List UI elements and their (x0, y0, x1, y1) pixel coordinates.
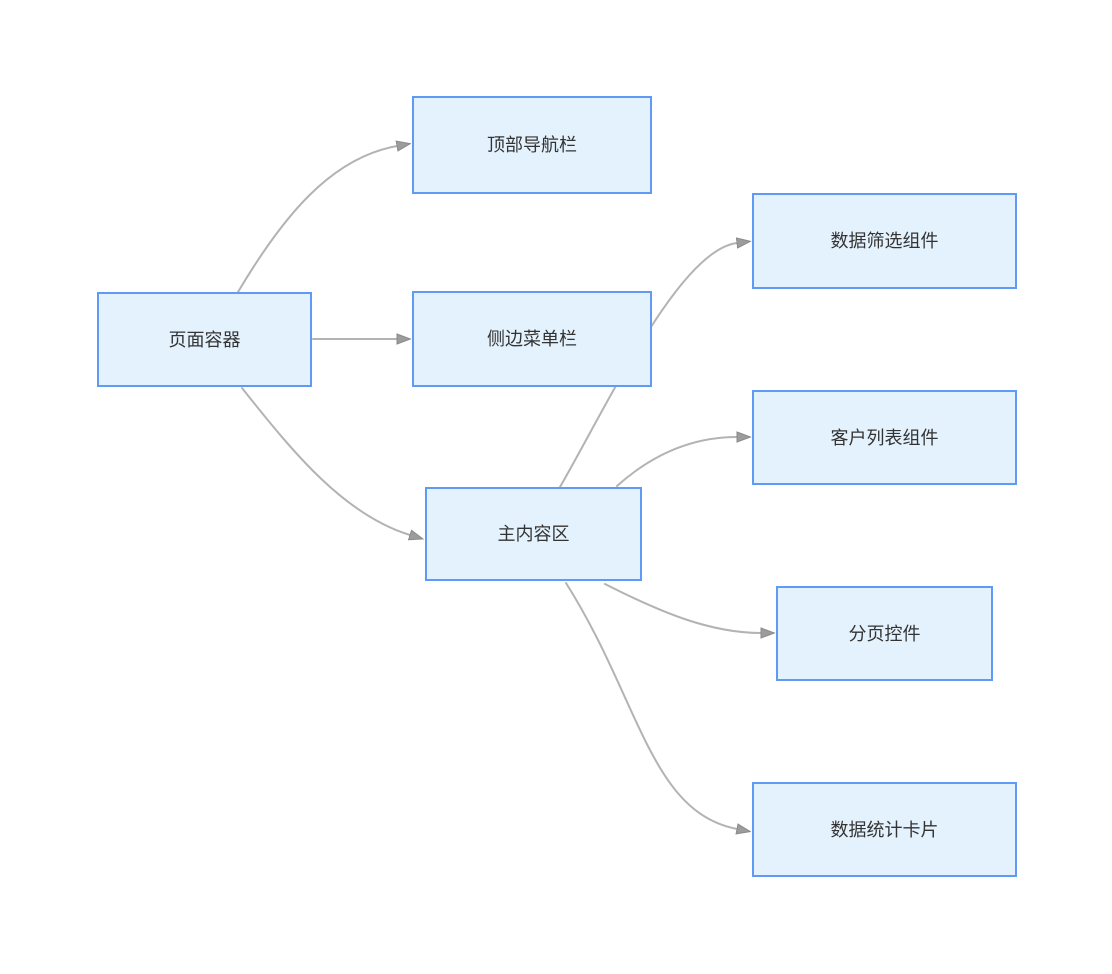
node-label: 客户列表组件 (830, 427, 939, 448)
node-label: 页面容器 (168, 329, 241, 350)
node-top-navbar[interactable]: 顶部导航栏 (412, 96, 652, 194)
edge-main-content-to-pagination (604, 583, 761, 633)
node-stats-card[interactable]: 数据统计卡片 (752, 782, 1017, 877)
edge-main-content-to-customer-list (616, 437, 737, 487)
node-label: 顶部导航栏 (487, 135, 577, 155)
node-label: 数据统计卡片 (830, 819, 939, 840)
edge-page-container-to-top-navbar (237, 146, 397, 293)
edge-main-content-to-stats-card (565, 582, 737, 829)
node-page-container[interactable]: 页面容器 (97, 292, 312, 387)
edge-page-container-to-main-content (241, 387, 410, 535)
node-label: 主内容区 (497, 524, 570, 544)
node-label: 数据筛选组件 (830, 231, 939, 251)
node-customer-list[interactable]: 客户列表组件 (752, 390, 1017, 485)
node-main-content[interactable]: 主内容区 (425, 487, 642, 581)
node-label: 分页控件 (848, 623, 921, 644)
node-pagination[interactable]: 分页控件 (776, 586, 993, 681)
node-label: 侧边菜单栏 (487, 329, 577, 349)
node-data-filter[interactable]: 数据筛选组件 (752, 193, 1017, 289)
node-side-menu[interactable]: 侧边菜单栏 (412, 291, 652, 387)
